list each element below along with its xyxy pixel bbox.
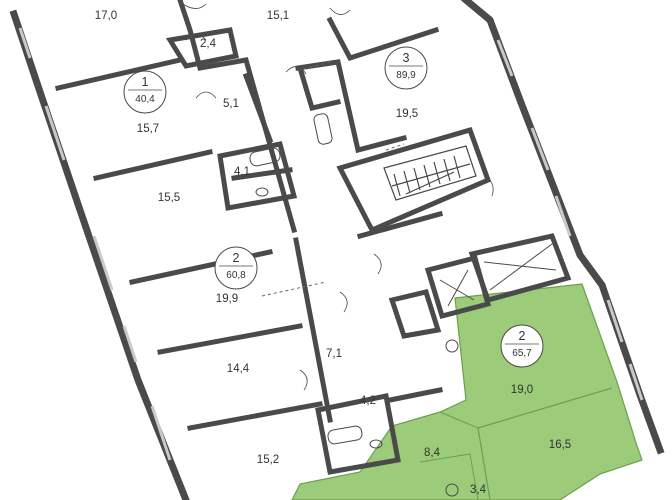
room-area-label: 15,5 — [158, 192, 180, 204]
apt-3-number: 3 — [403, 51, 410, 65]
room-area-label: 19,5 — [396, 108, 418, 120]
apt-2-right-total-area: 65,7 — [512, 348, 532, 359]
room-area-label: 19,9 — [216, 293, 238, 305]
bathroom-fixtures — [249, 113, 459, 497]
room-area-label: 8,4 — [424, 447, 441, 459]
apt-2-left-total-area: 60,8 — [226, 270, 246, 281]
apt-1-total-area: 40,4 — [135, 94, 155, 105]
room-area-label: 15,7 — [137, 123, 159, 135]
apt-2-right-number: 2 — [519, 329, 526, 343]
room-area-label: 17,0 — [95, 10, 117, 22]
room-area-label: 4,1 — [234, 166, 250, 178]
windows — [18, 27, 644, 461]
door-swings — [179, 1, 494, 391]
apt-3-badge[interactable]: 3 89,9 — [384, 46, 428, 90]
elevator-shafts — [439, 243, 557, 307]
apt-1-badge[interactable]: 1 40,4 — [123, 70, 167, 114]
highlighted-apartment-fill[interactable] — [291, 283, 643, 500]
room-area-label: 16,5 — [549, 439, 571, 451]
room-area-label: 14,4 — [227, 363, 250, 375]
apt-1-number: 1 — [142, 75, 149, 89]
apt-2-left-badge[interactable]: 2 60,8 — [214, 246, 258, 290]
room-area-label: 4,2 — [360, 395, 376, 407]
room-area-label: 3,4 — [470, 484, 487, 496]
room-area-label: 7,1 — [326, 348, 342, 360]
open-plan-dividers — [261, 61, 405, 297]
room-area-label: 15,2 — [257, 454, 279, 466]
apt-2-left-number: 2 — [233, 251, 240, 265]
room-area-label: 5,1 — [223, 98, 239, 110]
room-area-label: 2,4 — [200, 38, 217, 50]
room-area-label: 19,0 — [511, 384, 533, 396]
room-area-labels: 17,0 15,1 2,4 15,7 5,1 19,5 4,1 15,5 19,… — [95, 10, 571, 496]
staircase — [383, 145, 477, 201]
apt-2-right-badge[interactable]: 2 65,7 — [500, 324, 544, 368]
room-area-label: 15,1 — [267, 10, 289, 22]
apt-3-total-area: 89,9 — [396, 70, 416, 81]
